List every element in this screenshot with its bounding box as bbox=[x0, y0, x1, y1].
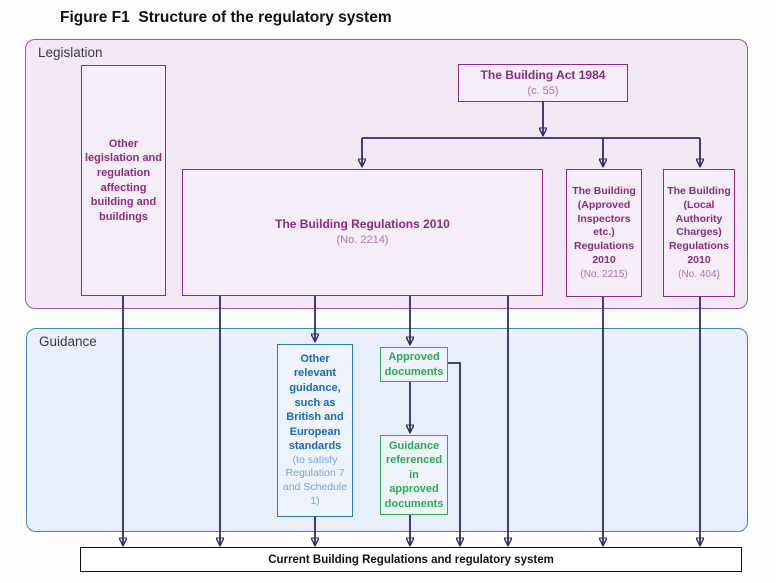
node-local-authority-charges-regulations: The Building (Local Authority Charges) R… bbox=[663, 169, 735, 297]
node-other-relevant-guidance: Other relevant guidance, such as British… bbox=[277, 344, 353, 517]
legislation-label: Legislation bbox=[38, 45, 103, 60]
node-approved-documents: Approved documents bbox=[380, 347, 448, 382]
node-building-regulations-subtitle: (No. 2214) bbox=[336, 234, 389, 247]
node-approved-inspectors-regulations: The Building (Approved Inspectors etc.) … bbox=[566, 169, 642, 297]
node-local-authority-charges-subtitle: (No. 404) bbox=[678, 268, 720, 280]
node-approved-documents-title: Approved documents bbox=[384, 350, 444, 378]
node-local-authority-charges-title: The Building (Local Authority Charges) R… bbox=[667, 184, 731, 267]
node-approved-inspectors-title: The Building (Approved Inspectors etc.) … bbox=[572, 184, 636, 267]
node-approved-inspectors-subtitle: (No. 2215) bbox=[580, 268, 628, 280]
node-building-act-subtitle: (c. 55) bbox=[527, 84, 559, 97]
guidance-label: Guidance bbox=[39, 334, 97, 349]
node-guidance-referenced: Guidance referenced in approved document… bbox=[380, 435, 448, 515]
figure-title: Figure F1 Structure of the regulatory sy… bbox=[60, 9, 392, 26]
node-other-legislation-title: Other legislation and regulation affecti… bbox=[84, 137, 162, 223]
node-building-regulations-title: The Building Regulations 2010 bbox=[275, 217, 450, 232]
node-other-relevant-guidance-subtitle: (to satisfy Regulation 7 and Schedule 1) bbox=[282, 453, 348, 508]
node-building-act-title: The Building Act 1984 bbox=[480, 67, 606, 82]
node-building-act: The Building Act 1984 (c. 55) bbox=[458, 64, 628, 102]
node-guidance-referenced-title: Guidance referenced in approved document… bbox=[384, 439, 444, 510]
node-other-relevant-guidance-title: Other relevant guidance, such as British… bbox=[286, 352, 344, 453]
footer-bar-text: Current Building Regulations and regulat… bbox=[268, 553, 554, 566]
footer-bar: Current Building Regulations and regulat… bbox=[80, 547, 742, 572]
node-building-regulations: The Building Regulations 2010 (No. 2214) bbox=[182, 169, 543, 296]
node-other-legislation: Other legislation and regulation affecti… bbox=[81, 65, 166, 296]
